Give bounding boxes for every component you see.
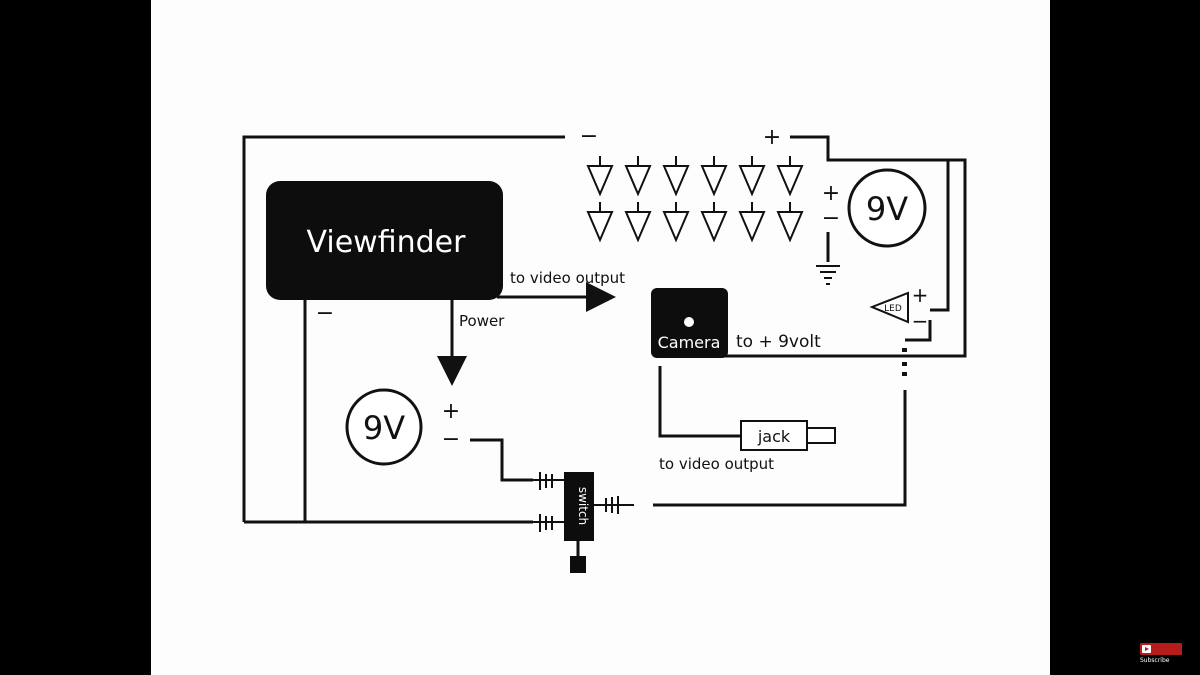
jack-video-label: to video output bbox=[659, 455, 774, 473]
camera-lens-icon bbox=[684, 317, 694, 327]
camera-label: Camera bbox=[658, 333, 721, 352]
jack-connector: jack bbox=[740, 420, 836, 451]
viewfinder-minus: − bbox=[316, 301, 334, 326]
top-minus: − bbox=[580, 124, 598, 149]
switch-knob bbox=[570, 556, 586, 573]
battery-left-label: 9V bbox=[363, 409, 405, 447]
led-diode-icon bbox=[624, 156, 652, 197]
battery-top-minus: − bbox=[822, 206, 840, 231]
switch-pins-left-bottom bbox=[533, 514, 564, 532]
led-plus: + bbox=[912, 283, 929, 307]
battery-top: 9V bbox=[847, 168, 927, 248]
subscribe-button[interactable]: Subscribe bbox=[1140, 643, 1182, 664]
play-icon bbox=[1142, 645, 1151, 653]
led-diode-icon bbox=[738, 202, 766, 243]
led-diode-icon bbox=[776, 202, 804, 243]
led-diode-icon bbox=[586, 156, 614, 197]
battery-left: 9V bbox=[345, 388, 423, 466]
subscribe-label: Subscribe bbox=[1140, 657, 1170, 664]
led-array bbox=[586, 156, 804, 243]
led-indicator: LED bbox=[869, 291, 909, 324]
battery-top-label: 9V bbox=[866, 190, 908, 228]
camera-power-label: to + 9volt bbox=[736, 332, 821, 352]
jack-label: jack bbox=[757, 427, 791, 446]
battery-left-minus: − bbox=[442, 427, 460, 452]
led-diode-icon bbox=[586, 202, 614, 243]
led-label: LED bbox=[884, 304, 902, 314]
arrow-video-label: to video output bbox=[510, 269, 625, 287]
camera-box: Camera bbox=[651, 288, 728, 358]
switch-component: switch bbox=[533, 472, 634, 573]
led-diode-icon bbox=[662, 156, 690, 197]
viewfinder-box: Viewfinder bbox=[266, 181, 503, 300]
led-minus: − bbox=[912, 309, 929, 333]
top-plus: + bbox=[763, 125, 781, 150]
led-diode-icon bbox=[700, 156, 728, 197]
battery-left-plus: + bbox=[442, 399, 460, 424]
arrow-power-label: Power bbox=[459, 312, 505, 330]
led-diode-icon bbox=[776, 156, 804, 197]
battery-top-plus: + bbox=[822, 181, 840, 206]
led-diode-icon bbox=[738, 156, 766, 197]
led-diode-icon bbox=[662, 202, 690, 243]
led-diode-icon bbox=[700, 202, 728, 243]
dashed-connection bbox=[902, 348, 907, 376]
switch-label: switch bbox=[576, 487, 590, 525]
ground-icon bbox=[816, 265, 840, 285]
switch-pins-right bbox=[594, 496, 634, 514]
led-diode-icon bbox=[624, 202, 652, 243]
viewfinder-label: Viewfinder bbox=[307, 225, 467, 260]
diagram-canvas bbox=[151, 0, 1050, 675]
switch-pins-left-top bbox=[533, 472, 564, 490]
